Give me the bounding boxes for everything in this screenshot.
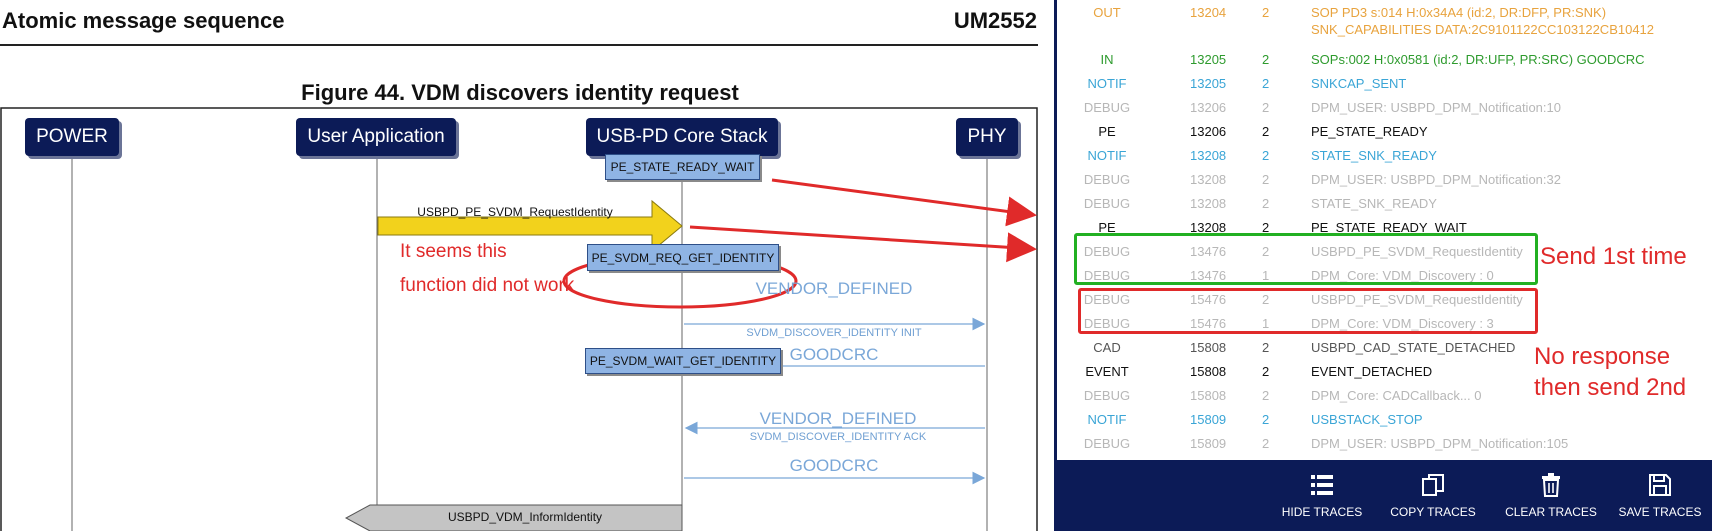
figure-title: Figure 44. VDM discovers identity reques… xyxy=(301,80,739,105)
annotation-arrow-ready-wait xyxy=(771,178,1037,227)
copy-traces-button[interactable]: COPY TRACES xyxy=(1387,460,1479,531)
state-req-get-identity: PE_SVDM_REQ_GET_IDENTITY xyxy=(587,244,779,271)
save-traces-button[interactable]: SAVE TRACES xyxy=(1613,460,1707,531)
inform-identity-label: USBPD_VDM_InformIdentity xyxy=(447,510,603,524)
document-id: UM2552 xyxy=(953,8,1037,33)
actor-phy: PHY xyxy=(956,118,1018,156)
note-line-1: It seems this xyxy=(400,241,507,262)
vendor-defined-init-label: VENDOR_DEFINED xyxy=(755,279,913,298)
section-title: Atomic message sequence xyxy=(2,8,285,33)
copy-icon xyxy=(1422,474,1444,496)
discover-init-label: SVDM_DISCOVER_IDENTITY INIT xyxy=(746,327,922,339)
vendor-defined-ack-label: VENDOR_DEFINED xyxy=(759,409,917,428)
goodcrc-1-label: GOODCRC xyxy=(789,345,879,364)
sequence-diagram: POWER User Application USB-PD Core Stack… xyxy=(0,107,1040,531)
actor-core-stack: USB-PD Core Stack xyxy=(586,118,778,156)
goodcrc-2-label: GOODCRC xyxy=(789,456,879,475)
annotation-arrow-request-identity xyxy=(689,225,1037,263)
list-icon xyxy=(1311,475,1333,495)
save-traces-label: SAVE TRACES xyxy=(1618,505,1702,519)
hide-traces-button[interactable]: HIDE TRACES xyxy=(1277,460,1367,531)
annotation-box-second xyxy=(1078,288,1538,334)
save-icon xyxy=(1649,474,1671,496)
header-rule xyxy=(0,44,1038,46)
trash-icon xyxy=(1542,473,1560,497)
annotation-send-second: then send 2nd xyxy=(1534,374,1687,401)
actor-power: POWER xyxy=(25,118,119,156)
annotation-no-response: No response xyxy=(1534,343,1671,370)
clear-traces-button[interactable]: CLEAR TRACES xyxy=(1503,460,1599,531)
annotation-box-first xyxy=(1074,233,1538,285)
copy-traces-label: COPY TRACES xyxy=(1390,505,1476,519)
diagram-frame xyxy=(0,107,1038,531)
state-ready-wait: PE_STATE_READY_WAIT xyxy=(605,154,760,180)
note-line-2: function did not work xyxy=(400,275,575,296)
document-page: Atomic message sequence UM2552 Figure 44… xyxy=(0,8,1040,531)
inform-identity-arrow xyxy=(344,504,683,531)
state-wait-get-identity: PE_SVDM_WAIT_GET_IDENTITY xyxy=(585,348,781,374)
request-identity-arrow xyxy=(377,199,683,253)
hide-traces-label: HIDE TRACES xyxy=(1281,505,1363,519)
annotation-send-first: Send 1st time xyxy=(1540,243,1687,270)
actor-user-application: User Application xyxy=(296,118,456,156)
trace-toolbar: HIDE TRACES COPY TRACES CLEAR TRACES xyxy=(1057,460,1712,531)
clear-traces-label: CLEAR TRACES xyxy=(1505,505,1597,519)
discover-ack-label: SVDM_DISCOVER_IDENTITY ACK xyxy=(749,431,927,443)
request-identity-label: USBPD_PE_SVDM_RequestIdentity xyxy=(417,205,613,219)
